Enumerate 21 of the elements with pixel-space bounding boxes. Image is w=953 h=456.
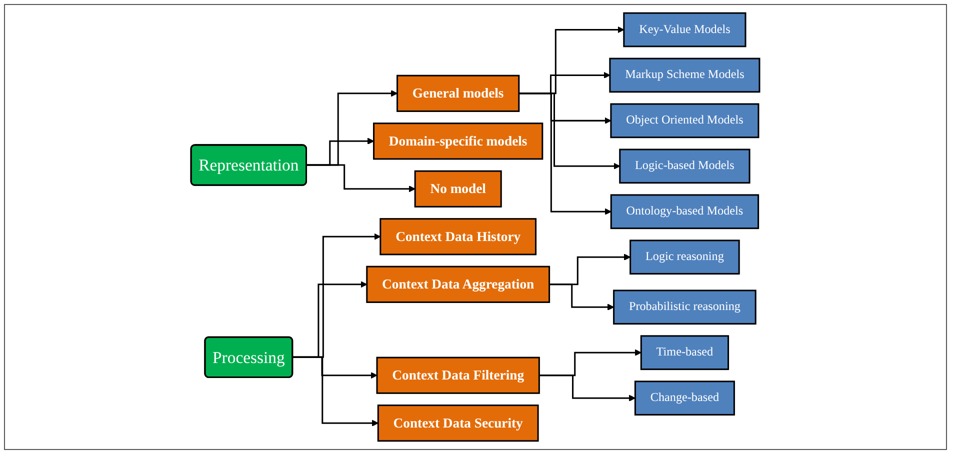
node-box: Ontology-based Models bbox=[610, 194, 760, 230]
node-box: General models bbox=[396, 74, 520, 112]
node-box: Context Data History bbox=[380, 218, 537, 256]
arrow bbox=[540, 374, 636, 402]
node-box: Object Oriented Models bbox=[610, 103, 760, 138]
node-box: Context Data Security bbox=[378, 404, 540, 442]
node-box: Time-based bbox=[640, 335, 730, 370]
arrow bbox=[520, 92, 612, 215]
node-box: Domain-specific models bbox=[373, 122, 544, 160]
node-box: Logic-based Models bbox=[619, 148, 751, 184]
node-box: No model bbox=[414, 170, 502, 208]
node-box: Logic reasoning bbox=[630, 240, 740, 275]
node-box: Context Data Aggregation bbox=[366, 266, 550, 303]
node-box: Change-based bbox=[634, 380, 736, 416]
node-box: Markup Scheme Models bbox=[609, 58, 760, 93]
arrow bbox=[293, 356, 379, 426]
node-box: Context Data Filtering bbox=[376, 356, 540, 394]
arrow bbox=[550, 284, 614, 310]
arrow bbox=[307, 164, 416, 192]
node-box: Key-Value Models bbox=[623, 12, 746, 48]
node-box: Probabilistic reasoning bbox=[613, 290, 757, 325]
